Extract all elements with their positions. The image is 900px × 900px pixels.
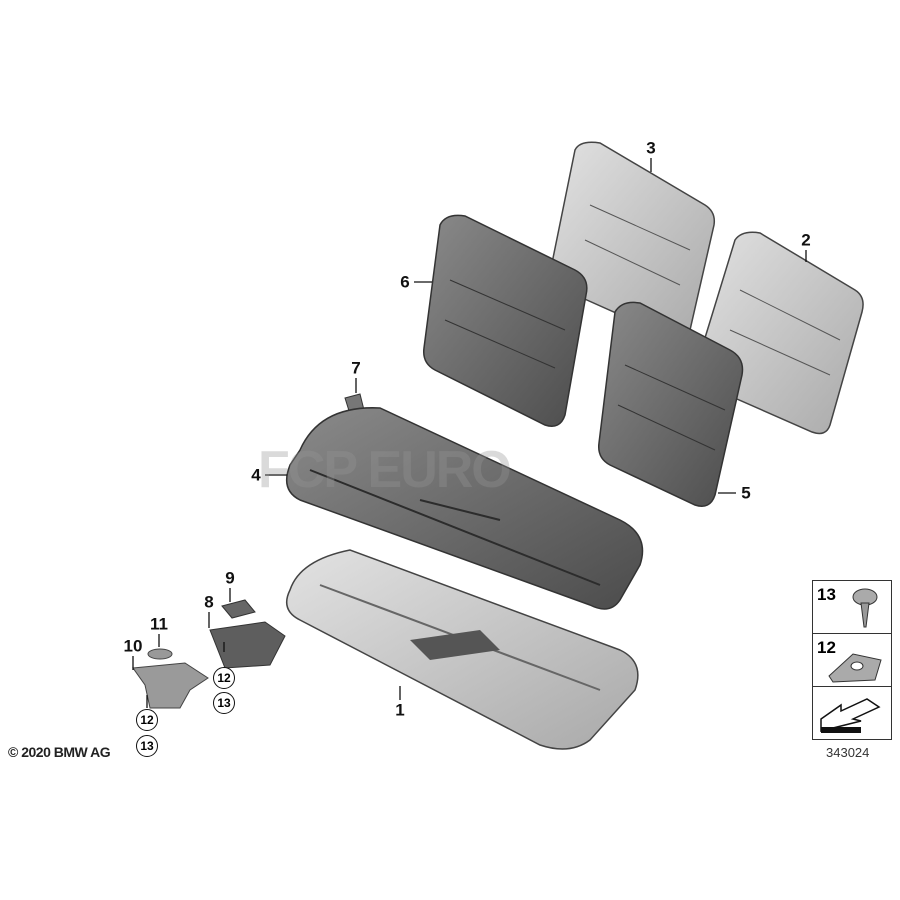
direction-arrow-icon <box>820 698 881 733</box>
callout-10[interactable]: 10 <box>123 636 143 656</box>
callout-2[interactable]: 2 <box>801 230 811 250</box>
callout-1[interactable]: 1 <box>395 700 405 720</box>
backrest-5 <box>597 301 744 507</box>
part-9 <box>221 599 256 619</box>
screw-icon <box>852 588 878 628</box>
circled-callout-13[interactable]: 13 <box>136 735 158 757</box>
callout-4[interactable]: 4 <box>251 465 261 485</box>
seat-cushion-1 <box>285 549 639 750</box>
legend-row-12[interactable]: 12 <box>813 634 891 687</box>
seat-cushion-cover-4 <box>285 407 644 610</box>
callout-11[interactable]: 11 <box>150 614 168 634</box>
callout-5[interactable]: 5 <box>741 483 751 503</box>
callout-8[interactable]: 8 <box>204 592 214 612</box>
circled-callout-13[interactable]: 13 <box>213 692 235 714</box>
callout-9[interactable]: 9 <box>225 568 235 588</box>
circled-callout-12[interactable]: 12 <box>136 709 158 731</box>
leader-lines <box>132 158 807 708</box>
legend-row-arrow <box>813 687 891 739</box>
diagram-code: 343024 <box>826 745 870 760</box>
part-8-tray <box>209 621 286 669</box>
part-10-cupholder <box>132 662 209 709</box>
circled-callout-12[interactable]: 12 <box>213 667 235 689</box>
backrest-6 <box>422 214 588 427</box>
callout-3[interactable]: 3 <box>646 138 656 158</box>
part-11-insert <box>147 648 173 660</box>
watermark: FCP EURO <box>258 441 512 499</box>
clip-nut-icon <box>828 653 882 683</box>
copyright: © 2020 BMW AG <box>8 744 111 760</box>
legend-box: 13 12 <box>812 580 892 740</box>
callout-6[interactable]: 6 <box>400 272 410 292</box>
callout-7[interactable]: 7 <box>351 358 361 378</box>
legend-row-13[interactable]: 13 <box>813 581 891 634</box>
